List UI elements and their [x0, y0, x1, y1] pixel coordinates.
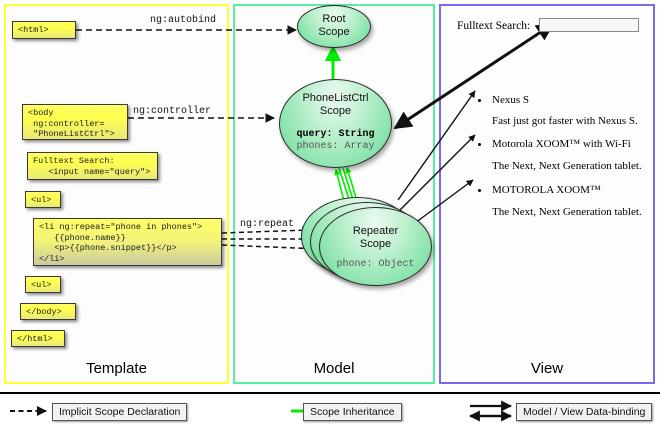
bullet-dot-icon: [478, 189, 481, 192]
codebox-html-close: </html>: [11, 330, 65, 347]
scope-phonelistctrl-prop-query: query: String: [296, 129, 375, 140]
scope-repeater: Repeater Scope phone: Object: [319, 207, 432, 286]
phone-snippet: Fast just got faster with Nexus S.: [492, 115, 638, 127]
codebox-ul-close: <ul>: [25, 276, 61, 293]
codebox-body-close: </body>: [20, 303, 76, 320]
scope-phonelistctrl-prop-phones: phones: Array: [296, 141, 375, 152]
scope-root-title-line2: Scope: [318, 26, 350, 38]
edge-label-ng-controller: ng:controller: [133, 106, 212, 117]
panel-label-view: View: [530, 360, 564, 377]
edge-databind-query: [393, 22, 555, 130]
bullet-dot-icon: [478, 143, 481, 146]
legend-label-implicit-scope-declaration: Implicit Scope Declaration: [52, 403, 188, 421]
fulltext-search-label: Fulltext Search:: [457, 20, 531, 32]
scope-repeater-prop-phone: phone: Object: [336, 259, 415, 270]
edge-label-ng-repeat: ng:repeat: [240, 219, 295, 230]
edge-ng-repeat-1: [221, 226, 310, 234]
codebox-fulltext-search: Fulltext Search: <input name="query">: [27, 152, 158, 180]
codebox-body-open: <body ng:controller= "PhoneListCtrl">: [22, 104, 128, 140]
phone-snippet: The Next, Next Generation tablet.: [492, 206, 642, 218]
scope-root: Root Scope: [297, 5, 371, 48]
phone-snippet: The Next, Next Generation tablet.: [492, 160, 642, 172]
phone-name: Motorola XOOM™ with Wi-Fi: [492, 138, 631, 150]
fulltext-search-input[interactable]: [539, 18, 639, 32]
edge-label-ng-autobind: ng:autobind: [150, 15, 217, 26]
codebox-ul-open: <ul>: [25, 191, 61, 208]
legend-label-model-view-data-binding: Model / View Data-binding: [516, 403, 653, 421]
edge-databind-item-2: [391, 134, 476, 219]
panel-label-model: Model: [313, 360, 355, 377]
scope-repeater-title-line2: Scope: [359, 238, 392, 250]
legend: Implicit Scope Declaration Scope Inherit…: [0, 392, 660, 435]
legend-divider: [0, 392, 660, 394]
scope-phonelistctrl-title-line2: Scope: [319, 105, 352, 117]
scope-phonelistctrl: PhoneListCtrl Scope query: String phones…: [279, 79, 392, 168]
scope-repeater-title-line1: Repeater: [352, 225, 399, 237]
edge-databind-item-1: [397, 90, 476, 201]
scope-phonelistctrl-title-line1: PhoneListCtrl: [302, 92, 369, 104]
codebox-html-open: <html>: [12, 21, 76, 39]
phone-name: MOTOROLA XOOM™: [492, 184, 601, 196]
scope-root-title-line1: Root: [322, 13, 346, 25]
codebox-li-repeat: <li ng:repeat="phone in phones"> {{phone…: [33, 218, 222, 266]
bullet-dot-icon: [478, 99, 481, 102]
legend-label-scope-inheritance: Scope Inheritance: [303, 403, 402, 421]
view-content: Fulltext Search: Nexus S Fast just got f…: [443, 8, 651, 380]
phone-name: Nexus S: [492, 94, 529, 106]
panel-label-template: Template: [86, 360, 147, 377]
